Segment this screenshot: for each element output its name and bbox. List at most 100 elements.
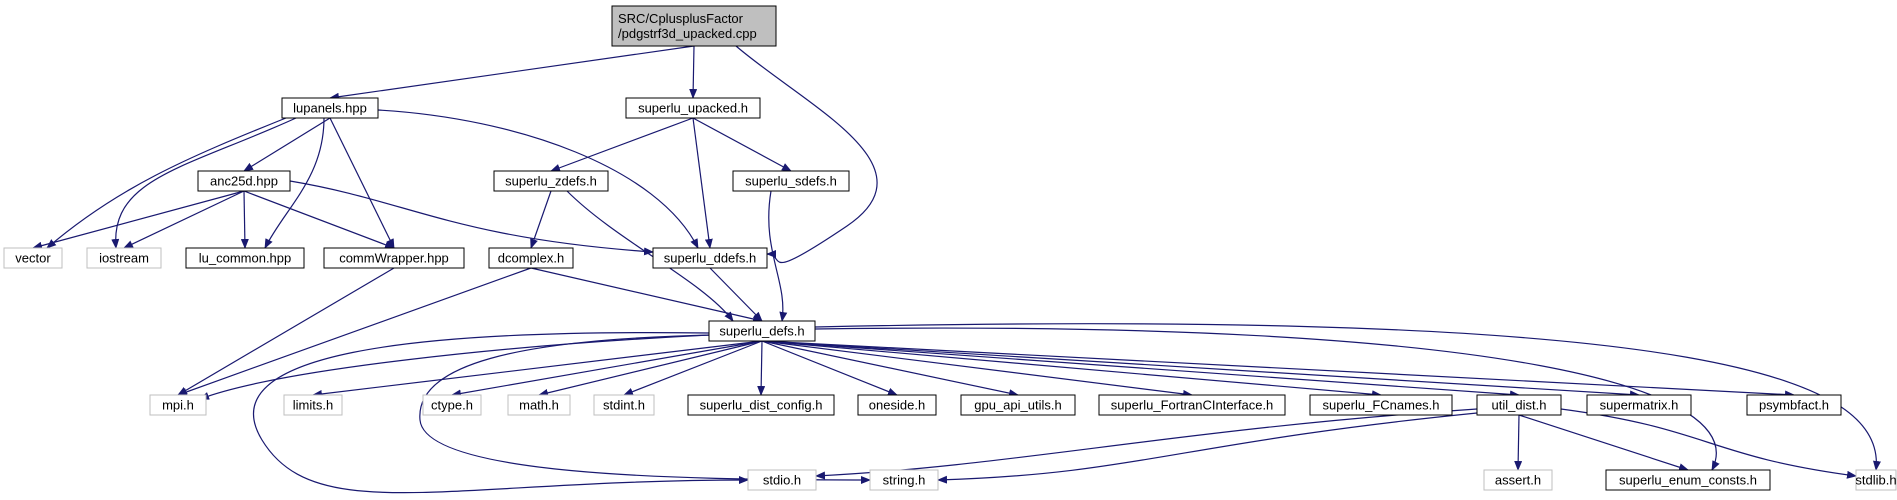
node-label-mpi: mpi.h xyxy=(162,398,194,413)
edge-lupanels-to-vector xyxy=(46,117,287,249)
node-gpu_api_utils[interactable]: gpu_api_utils.h xyxy=(960,394,1076,416)
edge-superlu_upacked-to-superlu_sdefs xyxy=(692,117,792,172)
edge-superlu_defs-to-limits xyxy=(312,340,763,398)
node-label-oneside: oneside.h xyxy=(869,398,925,413)
node-box-mpi xyxy=(149,394,207,416)
node-superlu_enum_consts[interactable]: superlu_enum_consts.h xyxy=(1605,469,1771,491)
node-box-lupanels xyxy=(281,97,379,119)
node-box-commWrapper xyxy=(323,247,465,269)
edge-superlu_upacked-to-superlu_zdefs xyxy=(550,117,694,172)
node-superlu_defs[interactable]: superlu_defs.h xyxy=(708,320,816,342)
node-box-superlu_dist_config xyxy=(687,394,835,416)
edge-superlu_defs-to-ctype xyxy=(451,340,763,398)
node-math[interactable]: math.h xyxy=(507,394,571,416)
node-label-util_dist: util_dist.h xyxy=(1492,398,1547,413)
edge-util_dist-to-assert xyxy=(1514,414,1523,471)
node-box-dcomplex xyxy=(488,247,574,269)
node-ctype[interactable]: ctype.h xyxy=(422,394,482,416)
node-superlu_ddefs[interactable]: superlu_ddefs.h xyxy=(652,247,768,269)
edge-superlu_defs-to-stdlib xyxy=(814,323,1881,471)
node-dcomplex[interactable]: dcomplex.h xyxy=(488,247,574,269)
node-stdlib[interactable]: stdlib.h xyxy=(1855,469,1897,491)
node-supermatrix[interactable]: supermatrix.h xyxy=(1586,394,1692,416)
node-label-superlu_FCnames: superlu_FCnames.h xyxy=(1322,398,1439,413)
node-box-oneside xyxy=(857,394,937,416)
edge-dcomplex-to-superlu_defs xyxy=(530,267,763,323)
node-box-stdlib xyxy=(1855,469,1897,491)
node-box-ctype xyxy=(422,394,482,416)
node-assert[interactable]: assert.h xyxy=(1483,469,1553,491)
node-label-anc25d: anc25d.hpp xyxy=(210,174,278,189)
edge-root-to-superlu_ddefs xyxy=(735,45,878,264)
node-superlu_FortranCInterface[interactable]: superlu_FortranCInterface.h xyxy=(1098,394,1286,416)
node-psymbfact[interactable]: psymbfact.h xyxy=(1746,394,1842,416)
edge-superlu_zdefs-to-dcomplex xyxy=(530,190,552,249)
node-label-superlu_ddefs: superlu_ddefs.h xyxy=(664,251,757,266)
edge-root-to-superlu_upacked xyxy=(689,45,698,99)
edge-superlu_defs-to-mpi xyxy=(199,334,710,400)
node-vector[interactable]: vector xyxy=(3,247,63,269)
node-label-limits: limits.h xyxy=(293,398,333,413)
node-label-root: SRC/CplusplusFactor xyxy=(618,11,744,26)
node-label-string: string.h xyxy=(883,473,926,488)
node-superlu_zdefs[interactable]: superlu_zdefs.h xyxy=(493,170,609,192)
node-iostream[interactable]: iostream xyxy=(86,247,162,269)
node-box-stdint xyxy=(593,394,655,416)
edge-superlu_upacked-to-superlu_ddefs xyxy=(692,117,713,249)
edge-lupanels-to-anc25d xyxy=(243,117,331,172)
node-mpi[interactable]: mpi.h xyxy=(149,394,207,416)
node-box-iostream xyxy=(86,247,162,269)
node-box-supermatrix xyxy=(1586,394,1692,416)
node-oneside[interactable]: oneside.h xyxy=(857,394,937,416)
node-label-math: math.h xyxy=(519,398,559,413)
node-label-superlu_upacked: superlu_upacked.h xyxy=(638,101,748,116)
node-box-lu_common xyxy=(185,247,305,269)
node-lupanels[interactable]: lupanels.hpp xyxy=(281,97,379,119)
node-superlu_upacked[interactable]: superlu_upacked.h xyxy=(625,97,761,119)
node-util_dist[interactable]: util_dist.h xyxy=(1476,394,1562,416)
node-superlu_FCnames[interactable]: superlu_FCnames.h xyxy=(1309,394,1453,416)
node-box-superlu_sdefs xyxy=(732,170,850,192)
node-box-superlu_FCnames xyxy=(1309,394,1453,416)
node-box-string xyxy=(869,469,939,491)
node-label-superlu_enum_consts: superlu_enum_consts.h xyxy=(1619,473,1757,488)
edge-superlu_defs-to-string xyxy=(419,334,871,484)
node-box-superlu_ddefs xyxy=(652,247,768,269)
node-label-superlu_sdefs: superlu_sdefs.h xyxy=(745,174,837,189)
edge-util_dist-to-stdlib xyxy=(1560,408,1857,479)
node-stdint[interactable]: stdint.h xyxy=(593,394,655,416)
node-anc25d[interactable]: anc25d.hpp xyxy=(197,170,291,192)
node-box-limits xyxy=(283,394,343,416)
edge-superlu_sdefs-to-superlu_defs xyxy=(768,190,788,322)
node-limits[interactable]: limits.h xyxy=(283,394,343,416)
node-superlu_sdefs[interactable]: superlu_sdefs.h xyxy=(732,170,850,192)
edges-layer xyxy=(32,45,1881,494)
node-label-stdio: stdio.h xyxy=(763,473,801,488)
edge-anc25d-to-iostream xyxy=(123,190,245,249)
edge-superlu_defs-to-superlu_enum_consts xyxy=(814,327,1720,471)
node-label-psymbfact: psymbfact.h xyxy=(1759,398,1829,413)
edge-superlu_defs-to-math xyxy=(538,340,763,397)
node-label-ctype: ctype.h xyxy=(431,398,473,413)
node-label-superlu_dist_config: superlu_dist_config.h xyxy=(700,398,823,413)
node-box-vector xyxy=(3,247,63,269)
node-commWrapper[interactable]: commWrapper.hpp xyxy=(323,247,465,269)
node-root[interactable]: SRC/CplusplusFactor/pdgstrf3d_upacked.cp… xyxy=(611,5,777,47)
node-label-iostream: iostream xyxy=(99,251,149,266)
edge-util_dist-to-string xyxy=(937,412,1478,484)
node-stdio[interactable]: stdio.h xyxy=(747,469,817,491)
edge-superlu_ddefs-to-superlu_defs xyxy=(709,267,763,322)
node-box-psymbfact xyxy=(1746,394,1842,416)
node-box-root xyxy=(611,5,777,47)
node-label-root: /pdgstrf3d_upacked.cpp xyxy=(618,26,757,41)
nodes-layer: SRC/CplusplusFactor/pdgstrf3d_upacked.cp… xyxy=(3,5,1897,491)
node-box-math xyxy=(507,394,571,416)
node-string[interactable]: string.h xyxy=(869,469,939,491)
node-box-stdio xyxy=(747,469,817,491)
edge-superlu_defs-to-psymbfact xyxy=(761,340,1795,399)
node-lu_common[interactable]: lu_common.hpp xyxy=(185,247,305,269)
edge-util_dist-to-stdio xyxy=(815,408,1478,480)
node-label-dcomplex: dcomplex.h xyxy=(498,251,564,266)
node-superlu_dist_config[interactable]: superlu_dist_config.h xyxy=(687,394,835,416)
